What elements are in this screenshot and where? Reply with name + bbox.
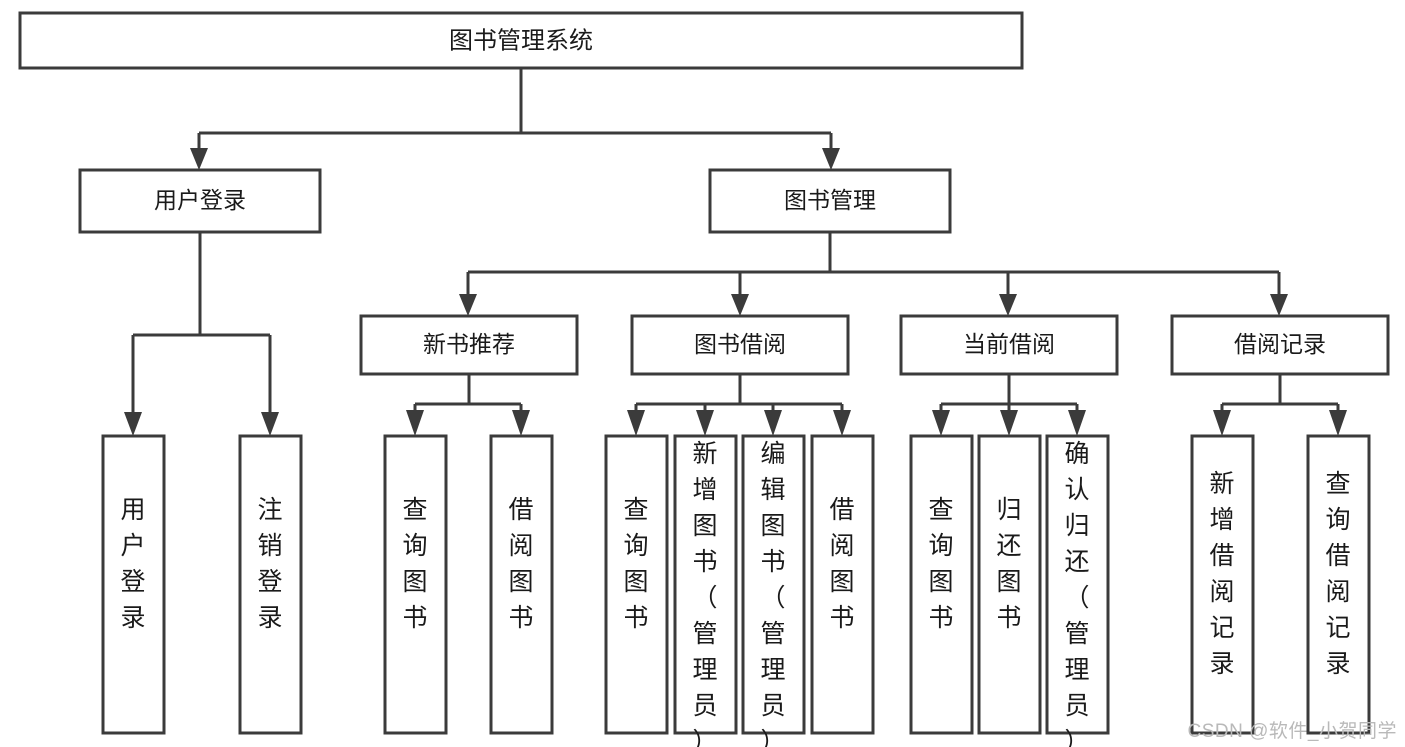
node-new-book-recommend[interactable]: 新书推荐 [359, 314, 579, 376]
leaf-add-record[interactable]: 新增借阅记录 [1190, 434, 1255, 735]
leaf-user-login-box [101, 434, 166, 735]
leaf-borrow-book-1[interactable]: 借阅图书 [489, 434, 554, 735]
leaf-query-record[interactable]: 查询借阅记录 [1306, 434, 1371, 735]
arrow-nbr-leaf1-icon [406, 410, 424, 436]
leaf-query-book-2-box [604, 434, 669, 735]
node-book-manage[interactable]: 图书管理 [708, 168, 952, 234]
arrow-cb-leaf2-icon [1000, 410, 1018, 436]
node-book-borrow[interactable]: 图书借阅 [630, 314, 850, 376]
leaf-logout-label: 注销登录 [257, 496, 282, 632]
leaf-confirm-return-box [1045, 434, 1110, 735]
node-new-book-recommend-label: 新书推荐 [423, 331, 515, 357]
leaf-query-book-2-label: 查询图书 [623, 496, 648, 632]
csdn-watermark: CSDN @软件_小贺同学 [1187, 721, 1397, 742]
arrow-user-login-leaf1-icon [124, 412, 142, 436]
node-borrow-record[interactable]: 借阅记录 [1170, 314, 1390, 376]
arrow-br-leaf1-icon [1213, 410, 1231, 436]
arrow-cb-leaf1-icon [932, 410, 950, 436]
leaf-query-book-3-box [909, 434, 974, 735]
arrow-user-login-leaf2-icon [261, 412, 279, 436]
leaf-borrow-book-1-box [489, 434, 554, 735]
arrow-bm-to-new-book-icon [459, 294, 477, 316]
node-root-label: 图书管理系统 [449, 27, 593, 54]
node-root[interactable]: 图书管理系统 [18, 11, 1024, 70]
arrow-bm-to-borrow-record-icon [1270, 294, 1288, 316]
leaf-confirm-return[interactable]: 确认归还（管理员） [1045, 434, 1110, 747]
leaf-user-login[interactable]: 用户登录 [101, 434, 166, 735]
leaf-logout[interactable]: 注销登录 [238, 434, 303, 735]
arrow-root-to-user-login-icon [190, 148, 208, 170]
arrow-bm-to-book-borrow-icon [731, 294, 749, 316]
leaf-query-book-1-box [383, 434, 448, 735]
arrow-bb-leaf1-icon [627, 410, 645, 436]
leaf-borrow-book-2-label: 借阅图书 [829, 496, 854, 632]
node-new-book-recommend-box [359, 314, 579, 376]
leaf-query-book-1-label: 查询图书 [402, 496, 427, 632]
arrow-bb-leaf2-icon [696, 410, 714, 436]
leaf-add-book-label: 新增图书（管理员） [692, 440, 717, 747]
leaf-query-record-label: 查询借阅记录 [1325, 470, 1350, 678]
arrow-nbr-leaf2-icon [512, 410, 530, 436]
leaf-add-record-label: 新增借阅记录 [1209, 470, 1234, 678]
leaf-user-login-label: 用户登录 [120, 496, 145, 632]
leaf-add-book[interactable]: 新增图书（管理员） [673, 434, 738, 747]
arrow-bb-leaf4-icon [833, 410, 851, 436]
leaf-edit-book-box [741, 434, 806, 735]
node-current-borrow-label: 当前借阅 [963, 331, 1055, 357]
arrow-root-to-book-manage-icon [822, 148, 840, 170]
node-book-borrow-label: 图书借阅 [694, 331, 786, 357]
node-borrow-record-box [1170, 314, 1390, 376]
leaf-edit-book[interactable]: 编辑图书（管理员） [741, 434, 806, 747]
leaf-query-book-3-label: 查询图书 [928, 496, 953, 632]
leaf-return-book-label: 归还图书 [996, 496, 1021, 632]
node-borrow-record-label: 借阅记录 [1234, 331, 1326, 357]
arrow-bm-to-current-borrow-icon [999, 294, 1017, 316]
leaf-add-book-box [673, 434, 738, 735]
leaf-query-record-box [1306, 434, 1371, 735]
node-user-login[interactable]: 用户登录 [78, 168, 322, 234]
leaf-query-book-3[interactable]: 查询图书 [909, 434, 974, 735]
node-book-borrow-box [630, 314, 850, 376]
node-root-box [18, 11, 1024, 70]
leaf-borrow-book-1-label: 借阅图书 [508, 496, 533, 632]
leaf-logout-box [238, 434, 303, 735]
node-book-manage-box [708, 168, 952, 234]
leaf-return-book-box [977, 434, 1042, 735]
leaf-return-book[interactable]: 归还图书 [977, 434, 1042, 735]
node-current-borrow[interactable]: 当前借阅 [899, 314, 1119, 376]
node-user-login-label: 用户登录 [154, 187, 246, 213]
node-book-manage-label: 图书管理 [784, 187, 876, 213]
leaf-query-book-2[interactable]: 查询图书 [604, 434, 669, 735]
arrow-br-leaf2-icon [1329, 410, 1347, 436]
node-current-borrow-box [899, 314, 1119, 376]
leaf-borrow-book-2[interactable]: 借阅图书 [810, 434, 875, 735]
leaf-edit-book-label: 编辑图书（管理员） [760, 440, 785, 747]
leaf-add-record-box [1190, 434, 1255, 735]
leaf-borrow-book-2-box [810, 434, 875, 735]
arrow-bb-leaf3-icon [764, 410, 782, 436]
leaf-confirm-return-label: 确认归还（管理员） [1064, 440, 1089, 747]
leaf-query-book-1[interactable]: 查询图书 [383, 434, 448, 735]
arrow-cb-leaf3-icon [1068, 410, 1086, 436]
